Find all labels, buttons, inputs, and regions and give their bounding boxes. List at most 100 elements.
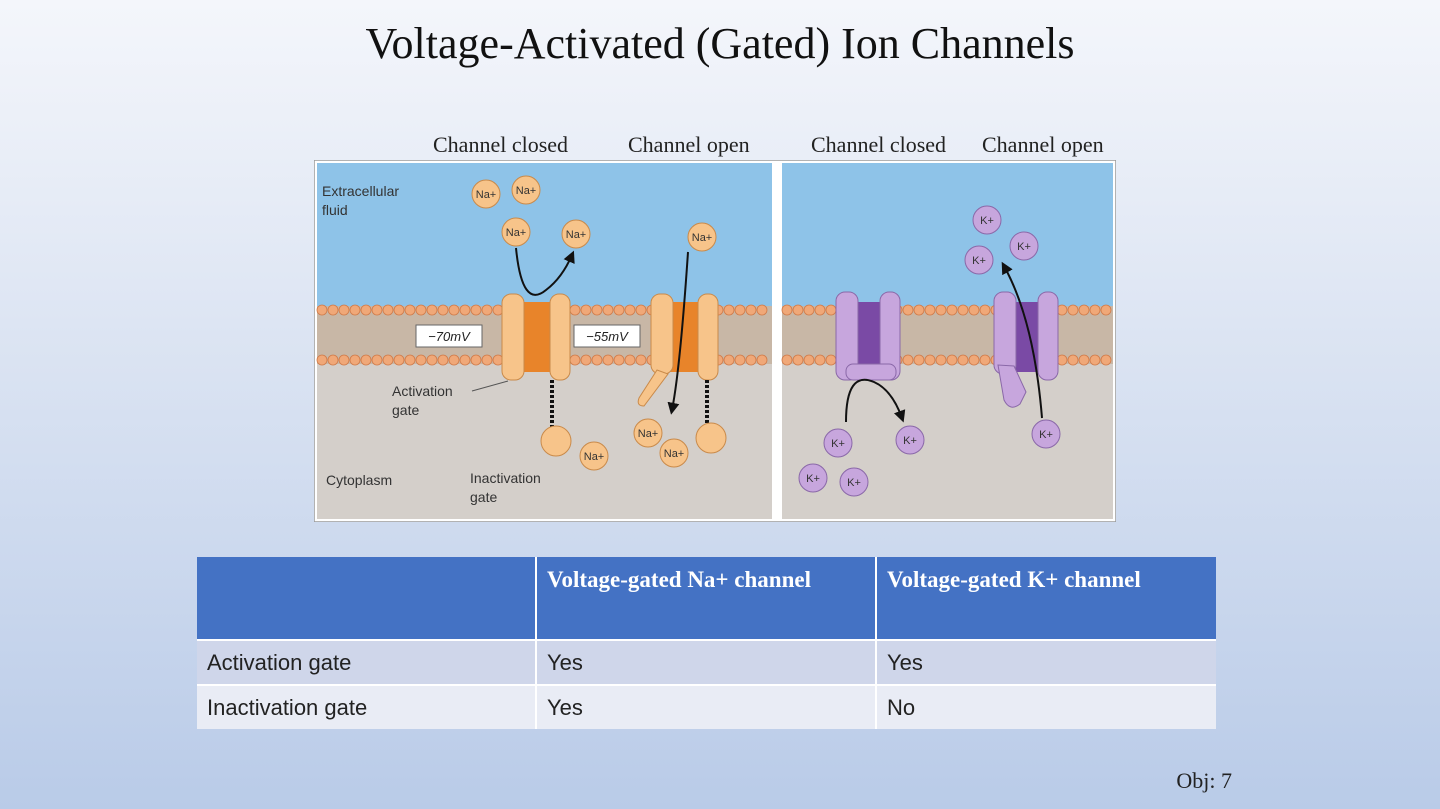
lipid-head: [316, 304, 328, 316]
lipid-head: [825, 354, 837, 366]
lipid-head: [781, 354, 793, 366]
lipid-head: [349, 354, 361, 366]
lipid-head: [591, 304, 603, 316]
voltage-label-resting: −70mV: [428, 329, 471, 344]
svg-text:K+: K+: [831, 438, 845, 450]
lipid-head: [481, 304, 493, 316]
activation-gate-label-2: gate: [392, 402, 419, 418]
svg-text:Na+: Na+: [664, 448, 685, 460]
lipid-head: [1067, 304, 1079, 316]
lipid-head: [803, 354, 815, 366]
svg-text:Na+: Na+: [566, 229, 587, 241]
table-cell: Yes: [536, 639, 877, 685]
table-header-empty: [197, 557, 537, 640]
svg-text:K+: K+: [806, 473, 820, 485]
lipid-head: [745, 304, 757, 316]
lipid-head: [349, 304, 361, 316]
lipid-head: [591, 354, 603, 366]
lipid-head: [792, 304, 804, 316]
lipid-head: [902, 354, 914, 366]
lipid-head: [935, 304, 947, 316]
lipid-head: [415, 354, 427, 366]
activation-gate-pointer: [471, 380, 509, 392]
sodium-ion: Na+: [471, 179, 501, 209]
svg-text:K+: K+: [903, 435, 917, 447]
lipid-head: [814, 304, 826, 316]
ion-channel-diagram: Extracellular fluid Cytoplasm −70mV −55m…: [314, 160, 1116, 522]
lipid-head: [338, 354, 350, 366]
table-row: Inactivation gate Yes No: [197, 684, 1216, 729]
table-header-na: Voltage-gated Na+ channel: [536, 557, 877, 640]
k-flow-arrow-closed: [845, 378, 906, 423]
lipid-head: [360, 354, 372, 366]
extracellular-label-2: fluid: [322, 202, 348, 218]
voltage-label-threshold: −55mV: [586, 329, 629, 344]
lipid-head: [426, 354, 438, 366]
ions-layer: Na+Na+Na+Na+Na+Na+Na+Na+K+K+K+K+K+K+K+K+: [471, 175, 1061, 497]
lipid-head: [470, 354, 482, 366]
svg-text:K+: K+: [847, 477, 861, 489]
lipid-head: [426, 304, 438, 316]
na-flow-arrow-open: [667, 251, 689, 415]
k-panel: [781, 163, 1113, 519]
sodium-ion: Na+: [511, 175, 541, 205]
lipid-head: [979, 304, 991, 316]
lipid-head: [979, 354, 991, 366]
lipid-head: [913, 354, 925, 366]
lipid-head: [723, 304, 735, 316]
inactivation-gate-label-2: gate: [470, 489, 497, 505]
svg-text:Na+: Na+: [476, 189, 497, 201]
extracellular-region-right: [782, 163, 1113, 306]
lipid-head: [624, 304, 636, 316]
lipid-head: [756, 354, 768, 366]
lipid-head: [1078, 304, 1090, 316]
inactivation-ball-closed: [540, 425, 572, 457]
objective-note: Obj: 7: [1176, 768, 1232, 793]
lipid-head: [580, 304, 592, 316]
lipid-head: [957, 304, 969, 316]
lipid-head: [635, 354, 647, 366]
lipid-head: [723, 354, 735, 366]
lipid-head: [1089, 304, 1101, 316]
lipid-head: [602, 304, 614, 316]
table-header-k: Voltage-gated K+ channel: [876, 557, 1216, 640]
lipid-head: [968, 304, 980, 316]
table-header-row: Voltage-gated Na+ channel Voltage-gated …: [197, 557, 1216, 640]
na-channel-open: [637, 293, 719, 407]
lipid-head: [792, 354, 804, 366]
sodium-ion: Na+: [687, 222, 717, 252]
table-cell: Yes: [536, 684, 877, 729]
lipid-head: [448, 354, 460, 366]
lipid-head: [781, 304, 793, 316]
lipid-head: [360, 304, 372, 316]
lipid-head: [924, 354, 936, 366]
cytoplasm-label: Cytoplasm: [326, 472, 392, 488]
lipid-head: [1067, 354, 1079, 366]
lipid-head: [745, 354, 757, 366]
lipid-head: [437, 354, 449, 366]
lipid-head: [935, 354, 947, 366]
extracellular-label: Extracellular: [322, 183, 399, 199]
gate-comparison-table: Voltage-gated Na+ channel Voltage-gated …: [197, 557, 1216, 729]
svg-text:K+: K+: [1017, 241, 1031, 253]
inactivation-gate-label: Inactivation: [470, 470, 541, 486]
lipid-head: [902, 304, 914, 316]
lipid-head: [924, 304, 936, 316]
svg-text:Na+: Na+: [506, 227, 527, 239]
lipid-head: [382, 354, 394, 366]
lipid-head: [569, 304, 581, 316]
potassium-ion: K+: [1009, 231, 1039, 261]
svg-text:K+: K+: [972, 255, 986, 267]
lipid-head: [338, 304, 350, 316]
lipid-head: [602, 354, 614, 366]
k-flow-arrow-open: [1001, 261, 1043, 419]
potassium-ion: K+: [839, 467, 869, 497]
label-na-channel-open: Channel open: [628, 132, 750, 157]
lipid-head: [734, 304, 746, 316]
lipid-head: [803, 304, 815, 316]
lipid-head: [968, 354, 980, 366]
lipid-head: [327, 304, 339, 316]
lipid-head: [580, 354, 592, 366]
lipid-head: [371, 304, 383, 316]
lipid-head: [448, 304, 460, 316]
